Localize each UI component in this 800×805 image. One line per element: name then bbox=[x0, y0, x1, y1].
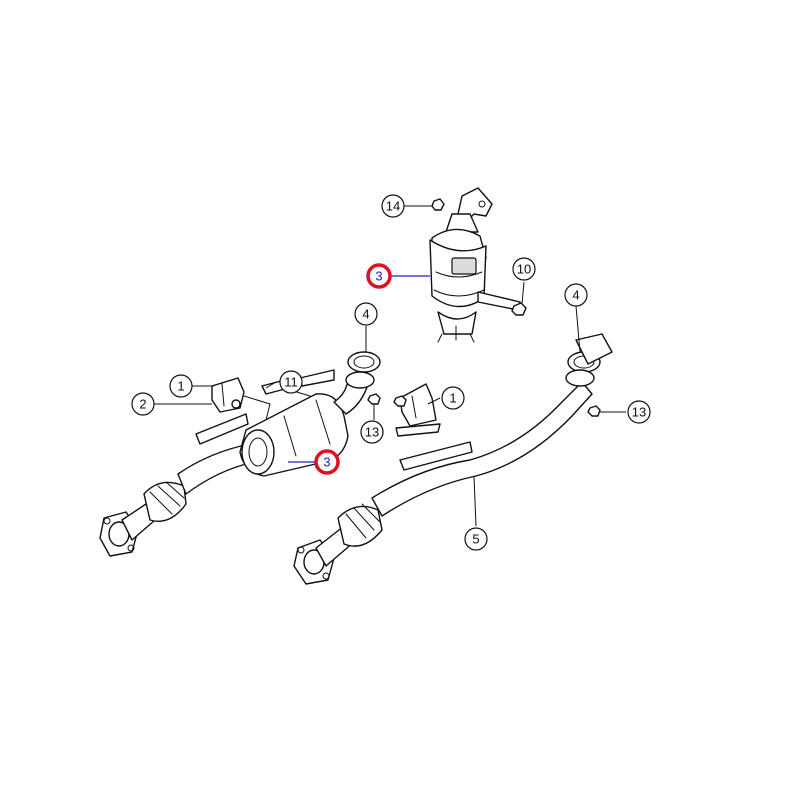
callout-3-upper: 3 bbox=[366, 263, 392, 289]
svg-text:1: 1 bbox=[449, 391, 456, 406]
callout-1-right: 1 bbox=[441, 386, 465, 410]
callout-13-right: 13 bbox=[627, 400, 651, 424]
nut-14-part bbox=[431, 198, 445, 211]
svg-text:11: 11 bbox=[284, 375, 298, 390]
callout-11: 11 bbox=[279, 370, 303, 394]
left-exhaust-assembly bbox=[99, 351, 381, 557]
svg-text:14: 14 bbox=[386, 199, 400, 214]
callout-1-left: 1 bbox=[169, 374, 193, 398]
callout-14: 14 bbox=[381, 194, 405, 218]
callout-2: 2 bbox=[131, 392, 155, 416]
upper-catalytic-converter bbox=[429, 187, 521, 343]
svg-text:4: 4 bbox=[362, 307, 369, 322]
callout-10: 10 bbox=[512, 257, 536, 281]
svg-text:3: 3 bbox=[323, 455, 330, 470]
svg-text:3: 3 bbox=[375, 269, 382, 284]
callout-5: 5 bbox=[464, 527, 488, 551]
callout-4-right: 4 bbox=[564, 283, 588, 307]
svg-text:10: 10 bbox=[517, 262, 531, 277]
svg-text:2: 2 bbox=[139, 397, 146, 412]
leader-lines bbox=[154, 205, 626, 527]
callout-4-left: 4 bbox=[354, 302, 378, 326]
callout-3-lower: 3 bbox=[314, 449, 340, 475]
callout-13-left: 13 bbox=[360, 420, 384, 444]
bolt-10-part bbox=[511, 302, 527, 316]
svg-text:4: 4 bbox=[572, 288, 579, 303]
right-exhaust-assembly bbox=[293, 333, 613, 585]
svg-text:1: 1 bbox=[177, 379, 184, 394]
svg-text:13: 13 bbox=[365, 425, 379, 440]
svg-text:13: 13 bbox=[632, 405, 646, 420]
svg-text:5: 5 bbox=[472, 532, 479, 547]
